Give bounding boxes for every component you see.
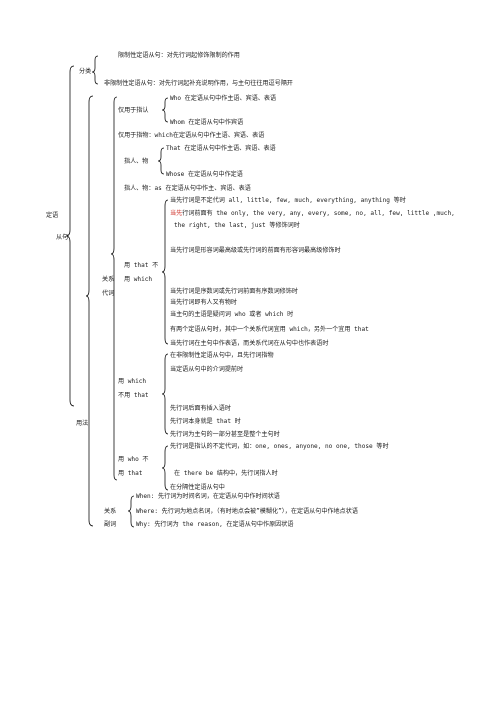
who-rule-1: 先行词是指认的不定代词，如：one, ones, anyone, no one,… — [170, 443, 389, 450]
which-rule-2: 当定语从句中的介词提前时 — [170, 366, 244, 373]
when-usage: When: 先行词为时间名词，在定语从句中作时间状语 — [136, 493, 280, 500]
that-rule-3: 当先行词是形容词最高级或先行词的前面有形容词最高级修饰时 — [170, 247, 341, 254]
where-usage: Where: 先行词为地点名词，（有时地点会被”模糊化”），在定语从句中作地点状… — [136, 508, 358, 515]
person-thing-label: 指人、物 — [124, 158, 149, 165]
which-bracket — [161, 353, 169, 435]
why-usage: Why: 先行词为 the reason, 在定语从句中作原因状语 — [136, 521, 294, 528]
that-not-which-label-line2: 用 which — [124, 276, 153, 283]
that-rule-2-rest: 行词前面有 the only, the very, any, every, so… — [182, 210, 455, 217]
thing-only-text: 仅用于指物：which在定语从句中作主语、宾语、表语 — [118, 132, 265, 139]
which-rule-4: 先行词本身就是 that 时 — [170, 418, 241, 425]
adverb-label-line1: 关系 — [104, 508, 117, 515]
pronoun-label-line2: 代词 — [102, 290, 115, 297]
pronoun-bracket — [110, 96, 118, 481]
whom-usage: Whom 在定语从句中作宾语 — [170, 119, 244, 126]
who-not-that-label-line2: 用 that — [118, 470, 143, 477]
that-rule-8: 当先行词在主句中作表语，而关系代词在从句中也作表语时 — [170, 340, 329, 347]
who-rule-2: 在 there be 结构中，先行词指人时 — [174, 470, 278, 477]
who-bracket — [161, 445, 169, 491]
adverb-label-line2: 副词 — [104, 521, 117, 528]
person-only-bracket — [161, 97, 169, 123]
that-not-which-label-line1: 用 that 不 — [124, 262, 159, 269]
whose-usage: Whose 在定语从句中作定语 — [166, 171, 243, 178]
that-usage: That 在定语从句中作主语、宾语、表语 — [166, 145, 276, 152]
pronoun-label-line1: 关系 — [102, 276, 115, 283]
root-label-line2: 从句 — [56, 234, 69, 241]
that-rule-4: 当先行词是序数词或先行词前面有序数词修饰时 — [170, 288, 298, 295]
nonrestrictive-text: 非限制性定语从句：对先行词起补充说明作用，与主句往往用逗号隔开 — [104, 80, 293, 87]
that-bracket — [161, 199, 169, 345]
which-rule-3: 先行词后面有插入语时 — [170, 405, 231, 412]
which-not-that-label-line2: 不用 that — [118, 392, 149, 399]
which-not-that-label-line1: 用 which — [118, 378, 147, 385]
that-rule-2-red-prefix: 当先 — [170, 210, 183, 217]
as-usage: 指人、物：as 在定语从句中作主、宾语、表语 — [124, 185, 251, 192]
that-rule-6: 当主句的主语是疑问词 who 或者 which 时 — [170, 311, 294, 318]
who-rule-3: 在分隔性定语从句中 — [170, 484, 225, 491]
fenlei-label: 分类 — [79, 68, 92, 75]
person-thing-bracket — [157, 147, 165, 175]
who-not-that-label-line1: 用 who 不 — [118, 456, 149, 463]
root-label-line1: 定语 — [46, 212, 59, 219]
adverb-bracket — [127, 495, 135, 528]
that-rule-5: 当先行词即有人又有物时 — [170, 299, 238, 306]
who-usage: Who 在定语从句中作主语、宾语、表语 — [170, 95, 277, 102]
yongfa-label: 用法 — [76, 420, 89, 427]
which-rule-1: 在非限制性定语从句中，且先行词指物 — [170, 352, 274, 359]
fenlei-bracket — [91, 55, 99, 85]
restrictive-text: 限制性定语从句：对先行词起修饰限制的作用 — [118, 52, 240, 59]
yongfa-bracket — [85, 95, 94, 527]
that-rule-2: 当先行词前面有 the only, the very, any, every, … — [170, 210, 455, 217]
root-bracket — [65, 65, 75, 407]
which-rule-5: 先行词为主句的一部分甚至是整个主句时 — [170, 431, 280, 438]
that-rule-2-cont: the right, the last, just 等修饰词时 — [174, 222, 300, 229]
that-rule-7: 有两个定语从句时，其中一个关系代词宜用 which，另外一个宜用 that — [170, 326, 369, 333]
person-only-label: 仅用于指认 — [118, 107, 149, 114]
that-rule-1: 当先行词是不定代词 all, little, few, much, everyt… — [170, 197, 406, 204]
